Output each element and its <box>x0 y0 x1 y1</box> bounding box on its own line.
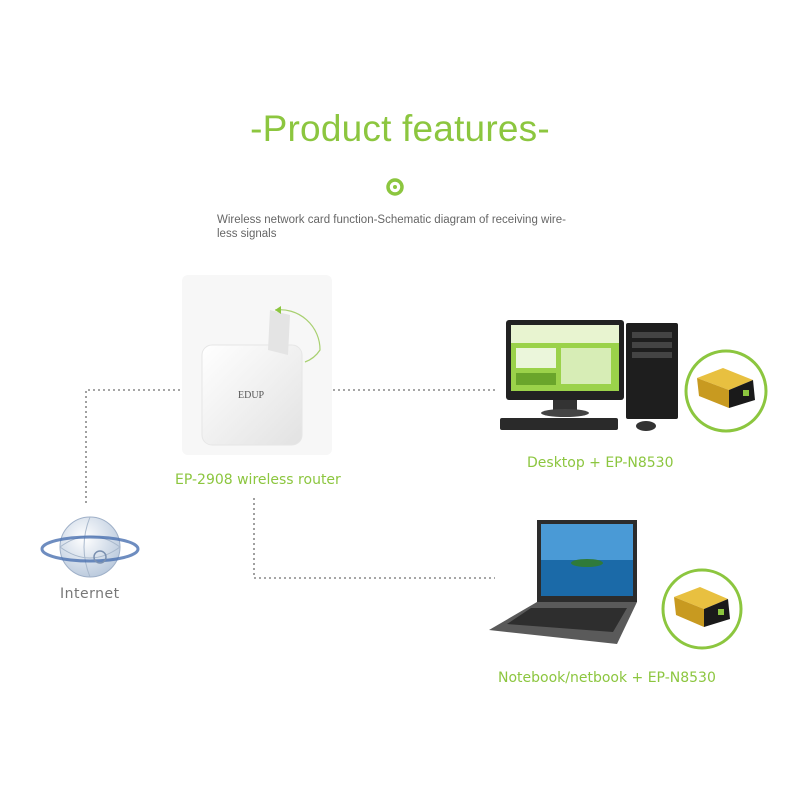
notebook-label: Notebook/netbook + EP-N8530 <box>498 670 716 686</box>
subtitle-text: Wireless network card function-Schematic… <box>217 214 566 240</box>
router-icon: EDUP <box>182 275 332 455</box>
desktop-label: Desktop + EP-N8530 <box>527 455 674 471</box>
internet-label: Internet <box>60 586 120 602</box>
link-router-notebook <box>253 498 495 579</box>
link-internet-router <box>85 389 196 503</box>
usb-adapter-icon <box>684 349 768 433</box>
router-label: EP-2908 wireless router <box>175 472 341 488</box>
internet-globe-icon <box>40 516 140 578</box>
laptop-icon <box>489 520 637 644</box>
router-brand-text: EDUP <box>238 390 265 401</box>
target-dot-icon <box>386 178 404 196</box>
desktop-computer-icon <box>500 320 678 431</box>
usb-adapter-icon <box>661 568 743 650</box>
page-title: -Product features- <box>250 108 550 149</box>
diagram-description: Wireless network card function-Schematic… <box>217 213 587 241</box>
